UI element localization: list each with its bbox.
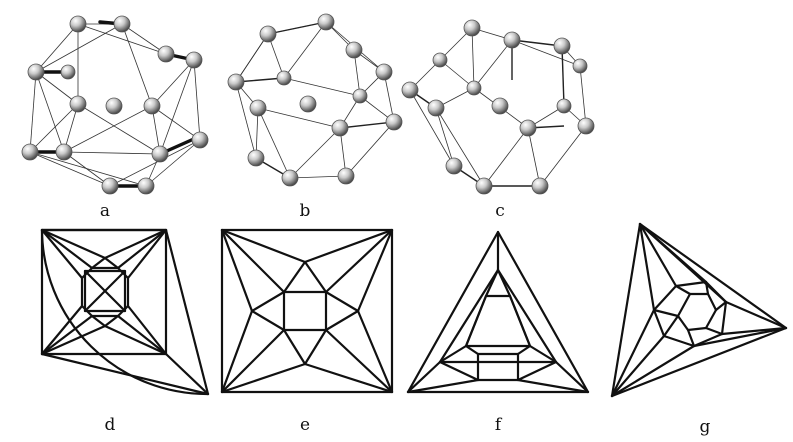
panel-c-label: c <box>495 201 505 221</box>
panel-b-atoms <box>227 13 403 187</box>
panel-b-cluster: b <box>227 13 403 221</box>
panel-f-graph: f <box>406 230 590 435</box>
panel-g-graph: g <box>610 222 788 437</box>
panel-c-atoms <box>401 19 595 195</box>
panel-c-cluster: c <box>401 19 595 221</box>
panel-d-label: d <box>105 415 116 435</box>
panel-a-label: a <box>100 201 110 221</box>
panel-a-cluster: a <box>21 15 209 221</box>
panel-a-atoms <box>21 15 209 195</box>
panel-g-label: g <box>700 417 711 437</box>
panel-e-label: e <box>300 415 310 435</box>
panel-e-graph: e <box>220 228 394 435</box>
panel-d-graph: d <box>40 228 210 435</box>
panel-f-label: f <box>495 415 503 435</box>
panel-b-label: b <box>300 201 311 221</box>
